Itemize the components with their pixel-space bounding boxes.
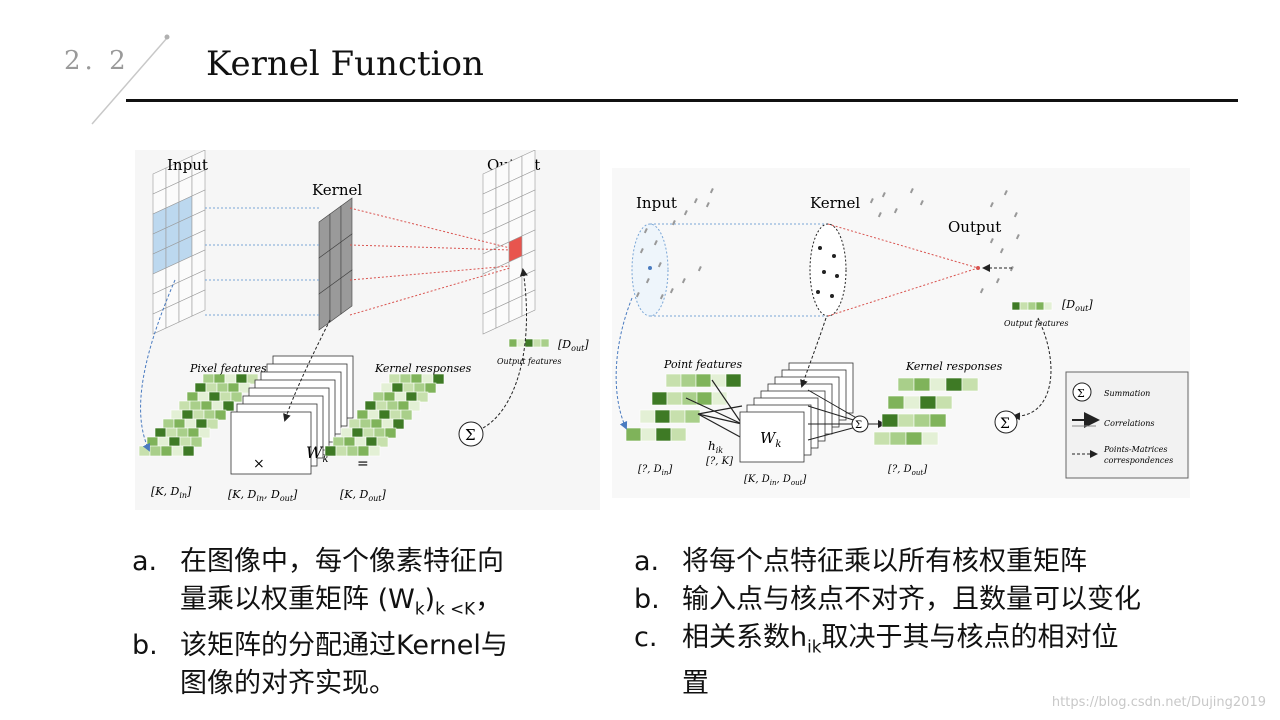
right-note-b-label: b. bbox=[634, 584, 660, 615]
left-note-b: b. 该矩阵的分配通过Kernel与 图像的对齐实现。 bbox=[132, 627, 602, 703]
svg-text:Σ: Σ bbox=[1077, 387, 1085, 400]
kernel-block bbox=[318, 197, 353, 331]
point-features-label: Point features bbox=[663, 358, 743, 371]
point-features-rows bbox=[625, 373, 742, 442]
left-note-a: a. 在图像中，每个像素特征向 量乘以权重矩阵 (Wk)k <K， bbox=[132, 543, 602, 627]
input-grid bbox=[152, 150, 206, 335]
hik-dim-label: [?, K] bbox=[706, 456, 733, 467]
sum-symbol-right: Σ bbox=[1000, 416, 1010, 432]
legend-sum-icon bbox=[1072, 382, 1092, 402]
sum-symbol: Σ bbox=[465, 426, 476, 444]
output-features-label: Output features bbox=[497, 357, 561, 366]
kernel-responses-label-right: Kernel responses bbox=[905, 360, 1003, 373]
output-features-bar-right bbox=[1011, 301, 1053, 311]
watermark: https://blog.csdn.net/Dujing2019 bbox=[1051, 695, 1266, 710]
left-note-a-line2: 量乘以权重矩阵 (Wk)k <K， bbox=[180, 584, 503, 619]
left-note-b-line1: 该矩阵的分配通过Kernel与 bbox=[180, 630, 508, 662]
dim-in-label-right: [?, Din] bbox=[638, 464, 672, 477]
output-grid bbox=[482, 150, 536, 335]
sum-circle bbox=[458, 421, 484, 447]
right-note-a: a. 将每个点特征乘以所有核权重矩阵 bbox=[634, 543, 1244, 581]
kernel-points bbox=[816, 246, 839, 298]
legend-summation: Summation bbox=[1104, 389, 1150, 398]
left-note-b-line2: 图像的对齐实现。 bbox=[180, 668, 396, 700]
kernel-responses-rows bbox=[873, 377, 979, 446]
point-to-feature-arrow bbox=[615, 297, 633, 430]
right-notes: a. 将每个点特征乘以所有核权重矩阵 b. 输入点与核点不对齐，且数量可以变化 … bbox=[634, 543, 1244, 703]
kernel-responses-label: Kernel responses bbox=[374, 362, 472, 375]
equals-sign: = bbox=[357, 456, 369, 472]
projection-lines bbox=[205, 207, 511, 316]
right-note-c-label: c. bbox=[634, 622, 658, 653]
sum-to-output-arrow-right bbox=[1012, 317, 1052, 421]
pixel-features-label: Pixel features bbox=[189, 362, 267, 375]
legend-correlations: Correlations bbox=[1104, 419, 1155, 428]
right-note-c-line2: 置 bbox=[682, 668, 709, 700]
output-label-right: Output bbox=[948, 218, 1001, 236]
left-note-b-label: b. bbox=[132, 630, 158, 662]
header-slash-decoration bbox=[91, 34, 170, 125]
point-convolution-diagram: Input Kernel Output [Dout] Output featur… bbox=[612, 168, 1190, 498]
output-features-label-right: Output features bbox=[1004, 319, 1068, 328]
dout-label: [Dout] bbox=[558, 338, 589, 353]
right-note-a-label: a. bbox=[634, 546, 660, 577]
right-note-c-line1: 相关系数hik取决于其与核点的相对位 bbox=[682, 622, 1119, 657]
slide-title: Kernel Function bbox=[206, 44, 484, 84]
kernel-label-right: Kernel bbox=[810, 194, 860, 212]
dim-out-label: [K, Dout] bbox=[340, 488, 387, 503]
legend-box: Σ Summation Correlations Points-Matrices… bbox=[1065, 371, 1189, 479]
dim-w-label: [K, Din, Dout] bbox=[228, 488, 298, 503]
correlation-lines bbox=[685, 379, 743, 439]
kernel-label: Kernel bbox=[312, 181, 362, 199]
left-note-a-line1: 在图像中，每个像素特征向 bbox=[180, 546, 504, 577]
point-cloud-dots bbox=[635, 188, 1020, 300]
right-note-c: c. 相关系数hik取决于其与核点的相对位 置 bbox=[634, 619, 1244, 703]
title-underline bbox=[126, 99, 1238, 102]
weight-matrices-stack bbox=[230, 355, 354, 475]
pixel-to-feature-arrow bbox=[140, 279, 176, 452]
left-notes: a. 在图像中，每个像素特征向 量乘以权重矩阵 (Wk)k <K， b. 该矩阵… bbox=[132, 543, 602, 703]
pixel-convolution-diagram: Input Kernel Output Pixel features × Wk … bbox=[135, 150, 600, 510]
wk-label-right: Wk bbox=[760, 429, 781, 450]
section-number: 2. 2 bbox=[64, 46, 130, 76]
right-note-b: b. 输入点与核点不对齐，且数量可以变化 bbox=[634, 581, 1244, 619]
dim-out-label-right: [?, Dout] bbox=[888, 464, 927, 477]
input-label: Input bbox=[167, 156, 208, 174]
left-note-a-label: a. bbox=[132, 546, 158, 577]
dim-w-label-right: [K, Din, Dout] bbox=[744, 474, 806, 487]
wk-label: Wk bbox=[306, 443, 329, 465]
dout-label-right: [Dout] bbox=[1062, 298, 1093, 313]
output-features-bar bbox=[508, 338, 550, 348]
right-note-a-text: 将每个点特征乘以所有核权重矩阵 bbox=[682, 546, 1087, 577]
legend-correspondences: correspondences bbox=[1104, 456, 1173, 465]
dim-in-label: [K, Din] bbox=[151, 485, 192, 500]
correlation-fan bbox=[807, 389, 861, 441]
kernel-to-weight-arrow-right bbox=[800, 317, 827, 388]
small-sum-symbol: Σ bbox=[855, 420, 862, 431]
legend-points-matrices: Points-Matrices bbox=[1103, 445, 1168, 454]
sum-circle-right bbox=[994, 410, 1018, 434]
kernel-to-weight-arrow bbox=[283, 319, 331, 422]
kernel-responses-stack bbox=[324, 373, 445, 457]
right-note-b-text: 输入点与核点不对齐，且数量可以变化 bbox=[682, 584, 1141, 615]
times-sign: × bbox=[253, 456, 265, 472]
output-point bbox=[976, 266, 980, 270]
hik-label: hik bbox=[708, 439, 723, 455]
input-label-right: Input bbox=[636, 194, 677, 212]
